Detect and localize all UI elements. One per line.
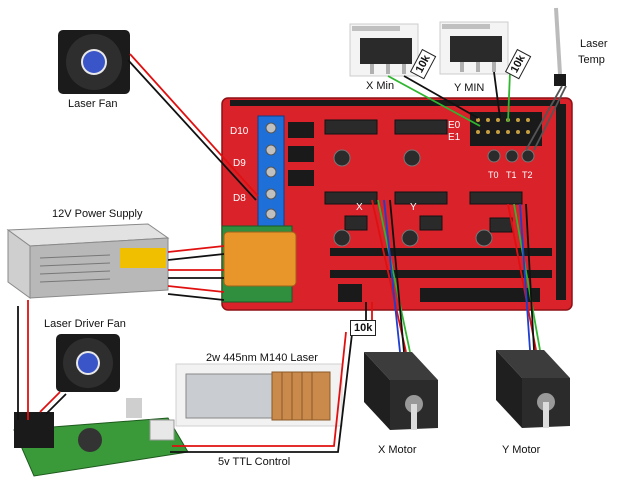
driver-fan bbox=[56, 334, 120, 392]
ttl-control-label: 5v TTL Control bbox=[218, 456, 291, 468]
power-supply-label: 12V Power Supply bbox=[52, 208, 143, 220]
power-supply bbox=[6, 223, 170, 299]
laser-module bbox=[175, 363, 343, 427]
silk-label: T1 bbox=[506, 170, 517, 180]
silk-label: E1 bbox=[448, 132, 461, 143]
ttl-resistor-tag: 10k bbox=[350, 320, 377, 336]
silk-label: D10 bbox=[230, 126, 249, 137]
x-motor-label: X Motor bbox=[378, 444, 417, 456]
laser-module-label: 2w 445nm M140 Laser bbox=[206, 352, 318, 364]
silk-label: D9 bbox=[233, 158, 246, 169]
silk-label: D8 bbox=[233, 193, 246, 204]
x-min-label: X Min bbox=[366, 80, 395, 92]
silk-label: T0 bbox=[488, 170, 499, 180]
silk-label: X bbox=[356, 202, 363, 213]
laser-fan-label: Laser Fan bbox=[68, 98, 118, 110]
silk-label: Y bbox=[410, 202, 417, 213]
laser-temp-label-2: Temp bbox=[578, 54, 605, 66]
x-min-switch bbox=[349, 23, 419, 77]
silk-label: T2 bbox=[522, 170, 533, 180]
y-min-switch bbox=[439, 21, 509, 75]
wires bbox=[17, 53, 567, 453]
ramps-board: D10 D9 D8 E0 E1 X Y T0 T1 T2 bbox=[221, 97, 573, 311]
laser-fan bbox=[58, 30, 130, 94]
laser-driver-board bbox=[13, 398, 189, 477]
y-motor bbox=[496, 350, 570, 428]
x-motor bbox=[364, 352, 438, 430]
laser-temp-sensor bbox=[554, 7, 566, 86]
laser-temp-label: Laser bbox=[580, 38, 608, 50]
y-min-label: Y MIN bbox=[454, 82, 485, 94]
silk-label: E0 bbox=[448, 120, 461, 131]
driver-fan-label: Laser Driver Fan bbox=[44, 318, 126, 330]
y-motor-label: Y Motor bbox=[502, 444, 541, 456]
